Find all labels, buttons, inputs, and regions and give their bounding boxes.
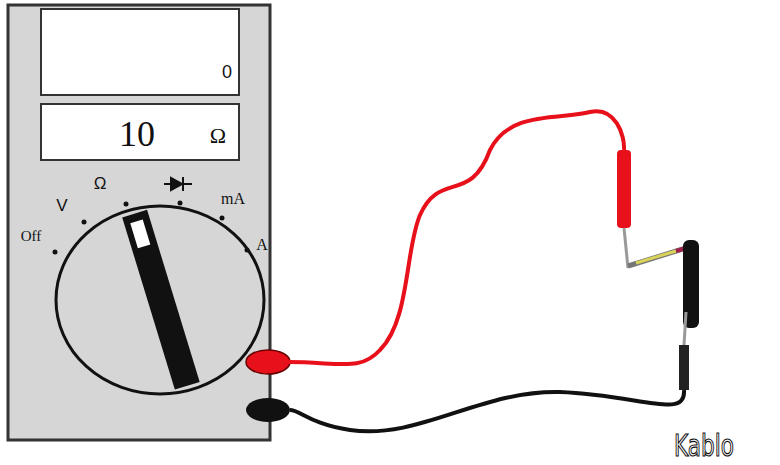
black-jack — [246, 398, 290, 422]
cable — [628, 248, 686, 266]
digital-display: 10 Ω — [40, 103, 240, 161]
dial-label: Off — [21, 229, 42, 244]
red-probe — [617, 150, 631, 228]
dial-label: Ω — [94, 175, 107, 192]
scale-number: 0 — [222, 63, 232, 81]
diode-symbol — [164, 177, 192, 191]
dial-label: A — [256, 237, 268, 253]
dial-pointer — [122, 210, 199, 390]
cable-insulation — [636, 251, 676, 263]
dial-label: V — [56, 197, 67, 214]
black-lead — [290, 390, 684, 431]
cable-label: Kablo — [674, 431, 734, 461]
dial-label: mA — [221, 191, 245, 207]
meter-housing — [8, 5, 270, 440]
black-plug — [679, 345, 689, 390]
black-probe-tip — [684, 312, 686, 345]
red-probe-tip — [624, 228, 628, 268]
display-reading: 10 — [119, 116, 155, 152]
dial-dots — [53, 201, 250, 255]
selector-dial — [56, 206, 264, 394]
analog-scale-window: 0 — [40, 8, 240, 96]
unit-symbol: Ω — [210, 125, 226, 147]
red-lead — [288, 111, 624, 364]
red-jack — [246, 350, 290, 374]
